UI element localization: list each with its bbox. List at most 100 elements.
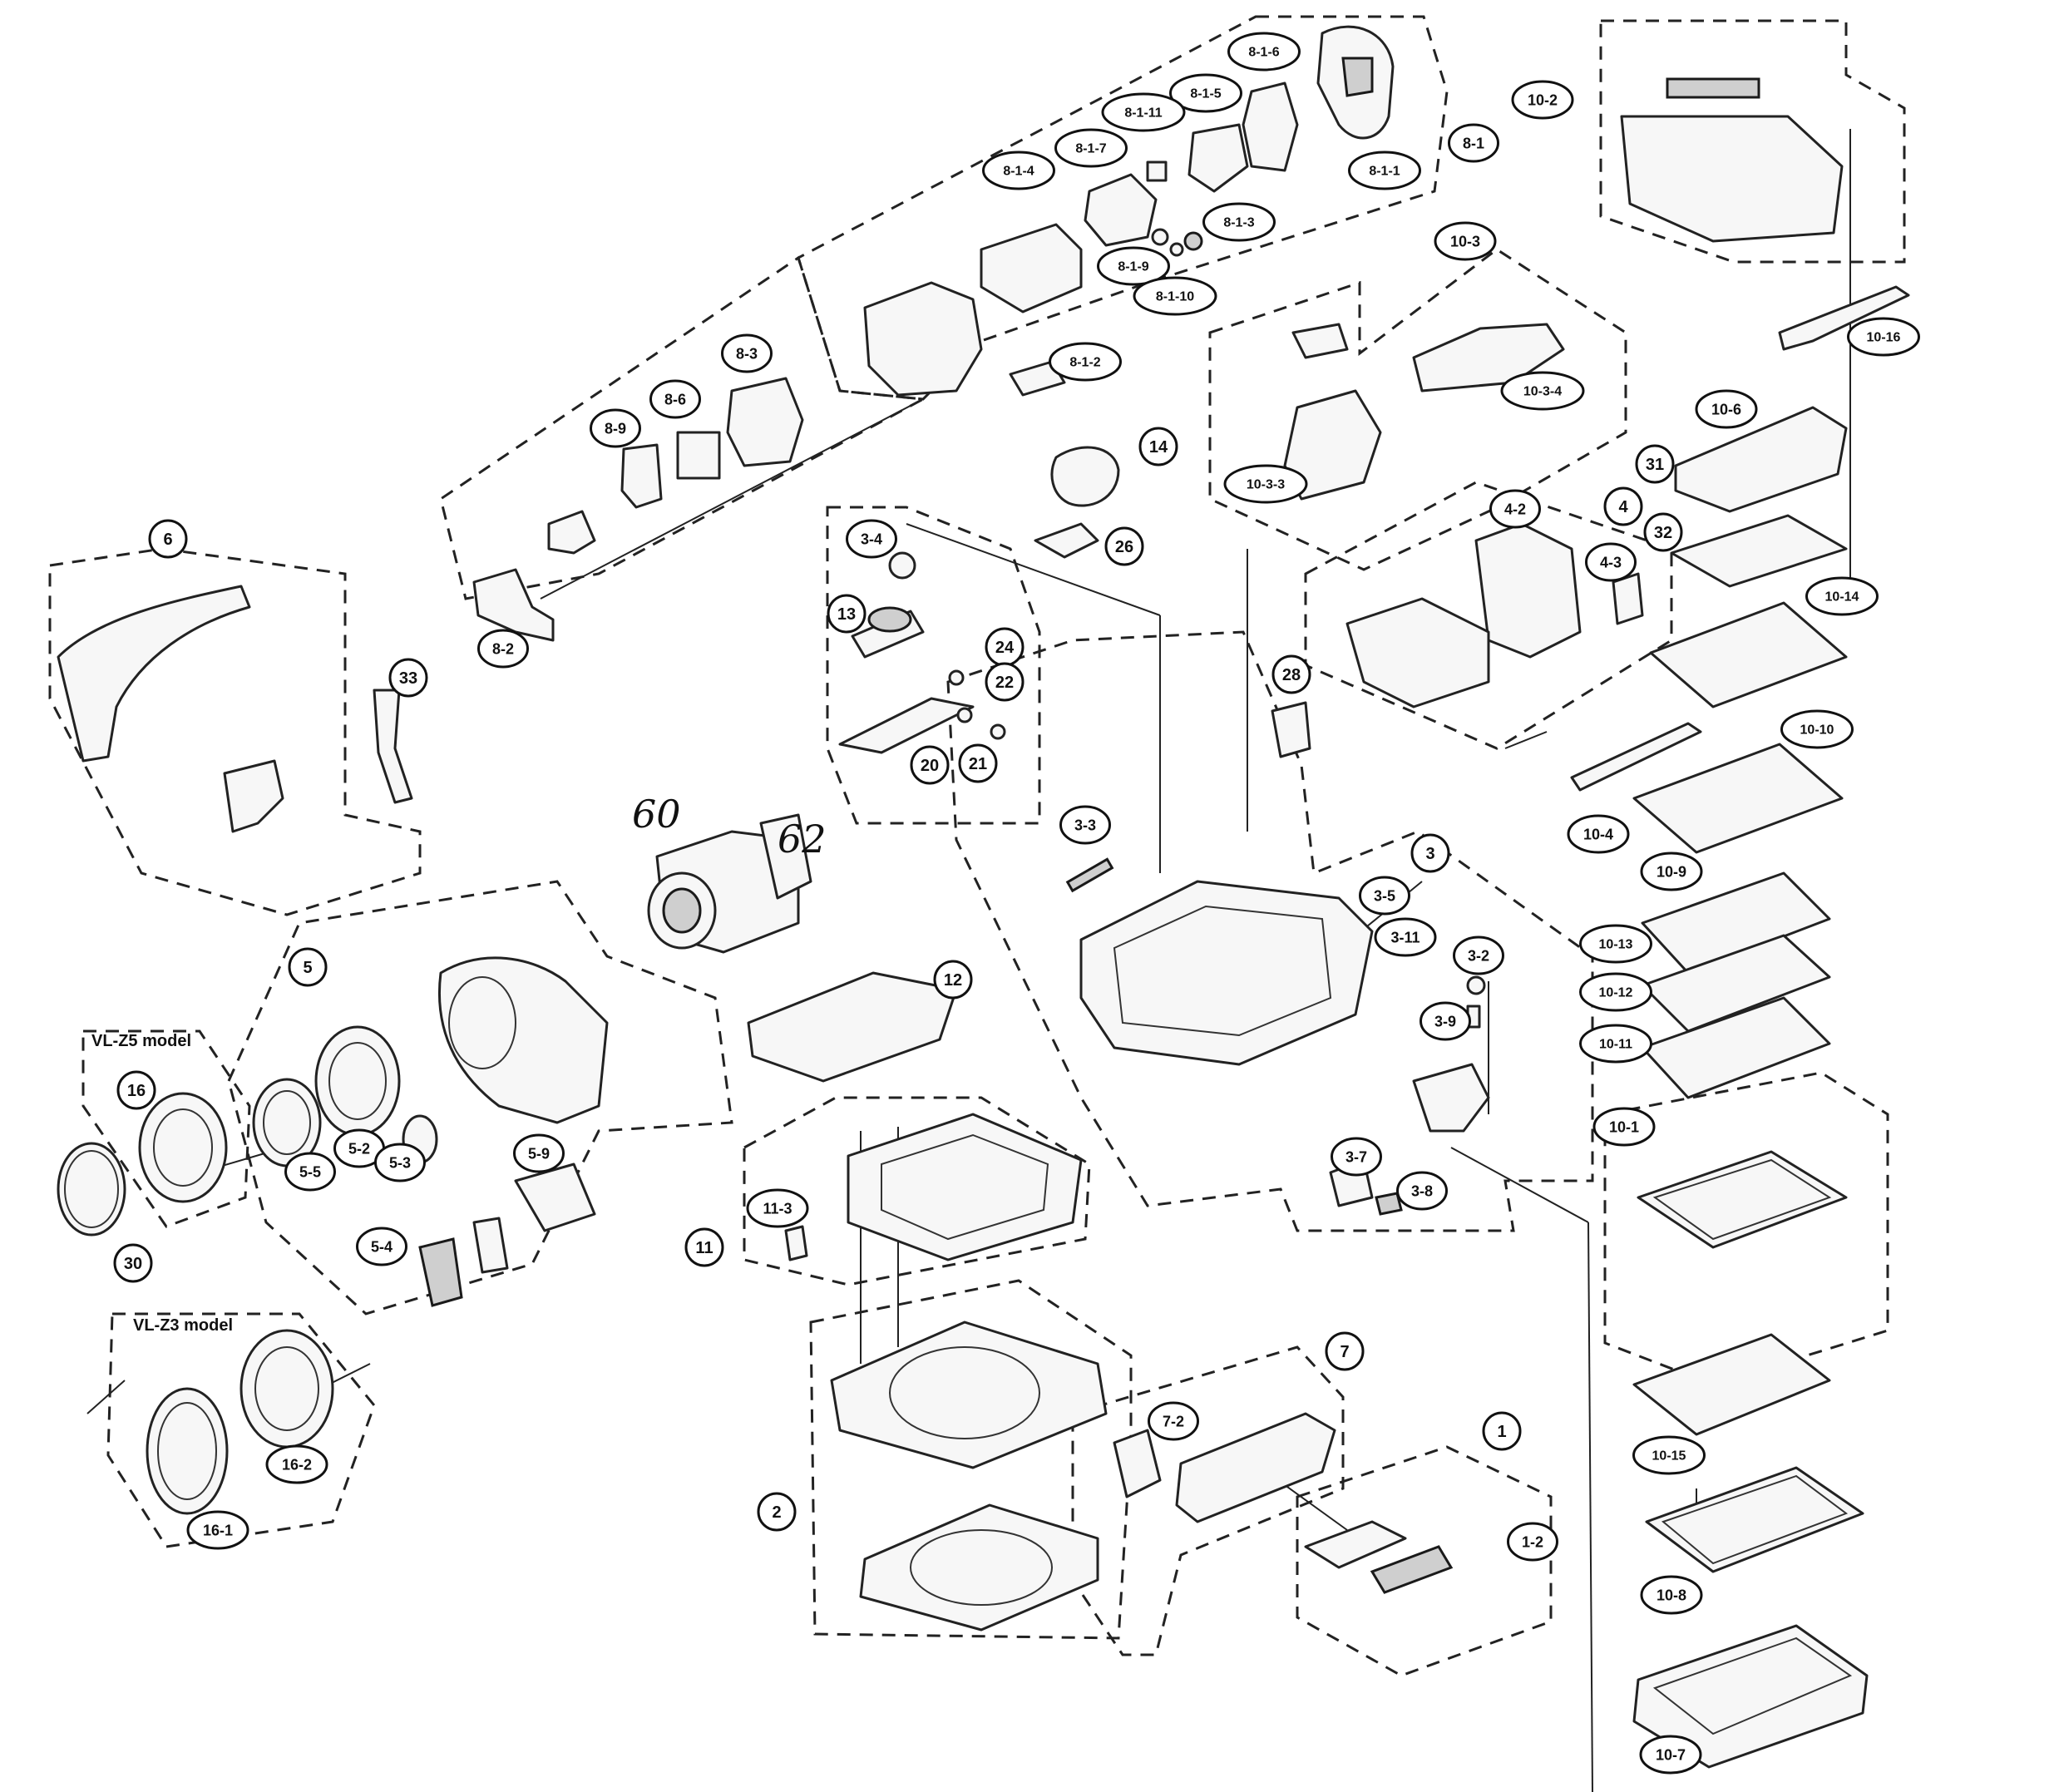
callout-bubble [116,1070,156,1110]
callout-bubble [1489,489,1541,529]
callout-bubble [374,1143,426,1182]
callout-label: 16-2 [282,1456,312,1473]
callout-label: 3 [1425,845,1434,863]
circuit-board-10-6-part [1674,406,1848,513]
cover-1-part [1304,1520,1407,1569]
callout-bubble [113,1243,153,1283]
callout-bubble [846,519,897,559]
vl-z3-model-label: VL-Z3 model [133,1316,233,1335]
block-8-6-part [676,431,721,480]
parts [57,25,1910,1769]
callout-bubble [1396,1171,1448,1211]
callout-bubble [1202,202,1276,242]
callout-bubble [1640,852,1703,891]
callout-label: 10-16 [1867,331,1901,345]
plate-7-part [1175,1412,1336,1523]
callout-bubble [1511,80,1574,120]
callout-label: 10-8 [1657,1587,1686,1603]
part-4-3-part [1612,572,1644,625]
callout-bubble [1507,1522,1558,1562]
callout-11: 11 [684,1227,724,1267]
callout-bubble [388,658,428,698]
callout-24: 24 [985,627,1025,667]
flex-33-part [373,689,413,804]
callout-label: 5-9 [528,1145,550,1162]
knob-3-2-part [1466,975,1486,995]
callout-label: 8-1-11 [1124,106,1162,121]
group-outline-7 [1071,1345,1345,1656]
callout-8-3: 8-3 [721,333,773,373]
callout-label: 8-1-5 [1190,87,1221,101]
callout-label: 1 [1497,1423,1506,1441]
callout-bubble [477,629,529,669]
group-outline-1 [1296,1445,1553,1677]
callout-label: 16 [127,1082,146,1100]
callout-bubble [721,333,773,373]
callout-label: 5-3 [389,1154,411,1171]
callout-bubble [1579,924,1652,964]
strip-3-3-part [1065,857,1114,893]
callout-bubble [590,408,641,448]
callout-bubble [288,947,328,987]
callout-label: 7-2 [1163,1413,1184,1429]
lens-element-part [1183,231,1203,251]
callout-13: 13 [827,594,867,634]
button-5-4-part [418,1237,463,1307]
group-outline-3 [946,630,1594,1232]
callout-28: 28 [1271,654,1311,694]
viewfinder-holder-part [1187,123,1249,193]
unit-7-2-part [1113,1429,1162,1498]
callout-8-1-6: 8-1-6 [1227,32,1301,72]
chassis-4-2-part [1474,522,1582,659]
callout-10-15: 10-15 [1632,1435,1706,1475]
callout-label: 10-12 [1599,986,1633,1000]
gear-module-part [547,510,596,555]
clip-24-part [948,669,965,686]
housing-8-3-part [726,377,804,467]
callout-4: 4 [1603,486,1643,526]
callout-bubble [1579,972,1652,1012]
callout-bubble [1148,1401,1199,1441]
small-clip-part [1146,160,1168,182]
group-outline-vl-z5 [81,1029,251,1228]
group-outline-10-2 [1599,19,1906,264]
group-outline-vl-z3 [106,1312,376,1548]
callout-bubble [1643,512,1683,552]
callout-label: 3-11 [1390,929,1420,945]
callout-bubble [1359,876,1410,916]
callout-label: 22 [995,674,1014,692]
callout-bubble [1632,1435,1706,1475]
callout-label: 4 [1618,498,1628,516]
callout-label: 32 [1654,524,1672,542]
panel-10-15-part [1632,1333,1831,1436]
flex-cable-10-16-part [1778,285,1910,351]
callout-bubble [284,1152,336,1192]
callout-bubble [982,151,1055,190]
base-4-part [1345,597,1490,708]
callout-bubble [746,1188,809,1228]
callout-label: 10-13 [1599,938,1633,952]
upper-plate-2-part [830,1321,1108,1469]
motor-body-part [867,606,912,633]
callout-bubble [1104,526,1144,566]
bracket-8-2-part [472,568,555,642]
callout-3: 3 [1410,833,1450,873]
group-outline-6 [48,547,422,916]
gear-3-4-part [888,551,916,580]
callout-7: 7 [1325,1331,1365,1371]
callout-3-3: 3-3 [1059,805,1111,845]
callout-label: 31 [1646,456,1664,474]
callout-bubble [1635,444,1675,484]
part-11-3 [784,1225,808,1261]
callout-1: 1 [1482,1411,1522,1451]
lcd-housing-10-7-part [1632,1624,1869,1769]
callout-8-1-4: 8-1-4 [982,151,1055,190]
callout-bubble [1133,276,1217,316]
callout-label: 10-7 [1656,1746,1686,1763]
callout-14: 14 [1138,427,1178,467]
housing-opening [448,976,516,1069]
shutter-plate-12-part [747,971,958,1083]
group-outline-5 [227,880,733,1316]
callout-8-1-9: 8-1-9 [1097,246,1170,286]
